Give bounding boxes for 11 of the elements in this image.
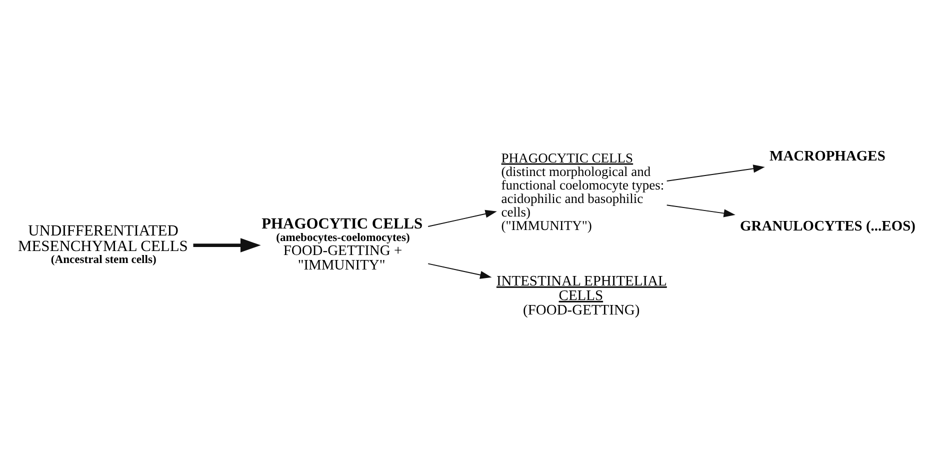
node-text: PHAGOCYTIC CELLS (amebocytes-coelomocytes) FOOD-GETTING + "IMMUNITY" [262, 216, 423, 274]
arrow [193, 238, 261, 252]
node-text: PHAGOCYTIC CELLS (distinct morphological and functional coelomocyte types: acidophilic and basophilic cells) ("IMMUNITY") [501, 150, 664, 233]
node-text: GRANULOCYTES (...EOS) [740, 218, 916, 234]
arrow [428, 210, 497, 227]
node-text: INTESTINAL EPHITELIAL CELLS (FOOD-GETTING) [496, 273, 667, 318]
arrow [666, 164, 765, 182]
arrow [428, 263, 492, 279]
node-text: MACROPHAGES [770, 148, 886, 165]
arrow [666, 204, 736, 218]
node-text: UNDIFFERENTIATED MESENCHYMAL CELLS (Ancestral stem cells) [18, 222, 188, 266]
